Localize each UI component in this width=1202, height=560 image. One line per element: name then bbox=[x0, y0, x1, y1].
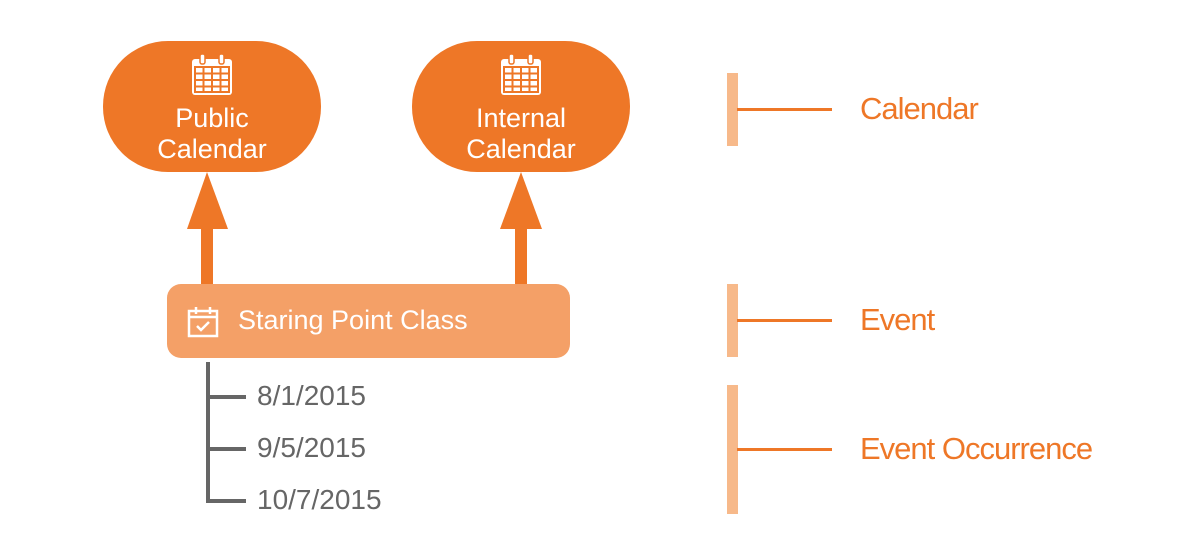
level-line bbox=[737, 319, 832, 322]
internal-calendar-node: Internal Calendar bbox=[412, 41, 630, 172]
level-label-occurrence: Event Occurrence bbox=[860, 431, 1093, 466]
level-label-calendar: Calendar bbox=[860, 91, 979, 126]
occurrence-date: 10/7/2015 bbox=[257, 484, 382, 515]
public-calendar-node: Public Calendar bbox=[103, 41, 321, 172]
occurrence-date: 9/5/2015 bbox=[257, 432, 366, 463]
level-line bbox=[737, 448, 832, 451]
level-label-event: Event bbox=[860, 302, 935, 337]
level-bar-calendar bbox=[727, 73, 738, 146]
arrow-to-public bbox=[187, 172, 228, 286]
calendar-label: Public Calendar bbox=[157, 103, 267, 164]
level-bar-occurrence bbox=[727, 385, 738, 514]
calendar-icon bbox=[501, 53, 541, 95]
occurrence-date: 8/1/2015 bbox=[257, 380, 366, 411]
event-label: Staring Point Class bbox=[238, 305, 468, 335]
calendar-check-icon bbox=[187, 307, 219, 338]
calendar-icon bbox=[192, 53, 232, 95]
level-line bbox=[737, 108, 832, 111]
event-node: Staring Point Class bbox=[167, 284, 570, 358]
arrow-to-internal bbox=[500, 172, 542, 286]
level-bar-event bbox=[727, 284, 738, 357]
calendar-label: Internal Calendar bbox=[466, 103, 576, 164]
occurrence-tree bbox=[206, 362, 246, 503]
